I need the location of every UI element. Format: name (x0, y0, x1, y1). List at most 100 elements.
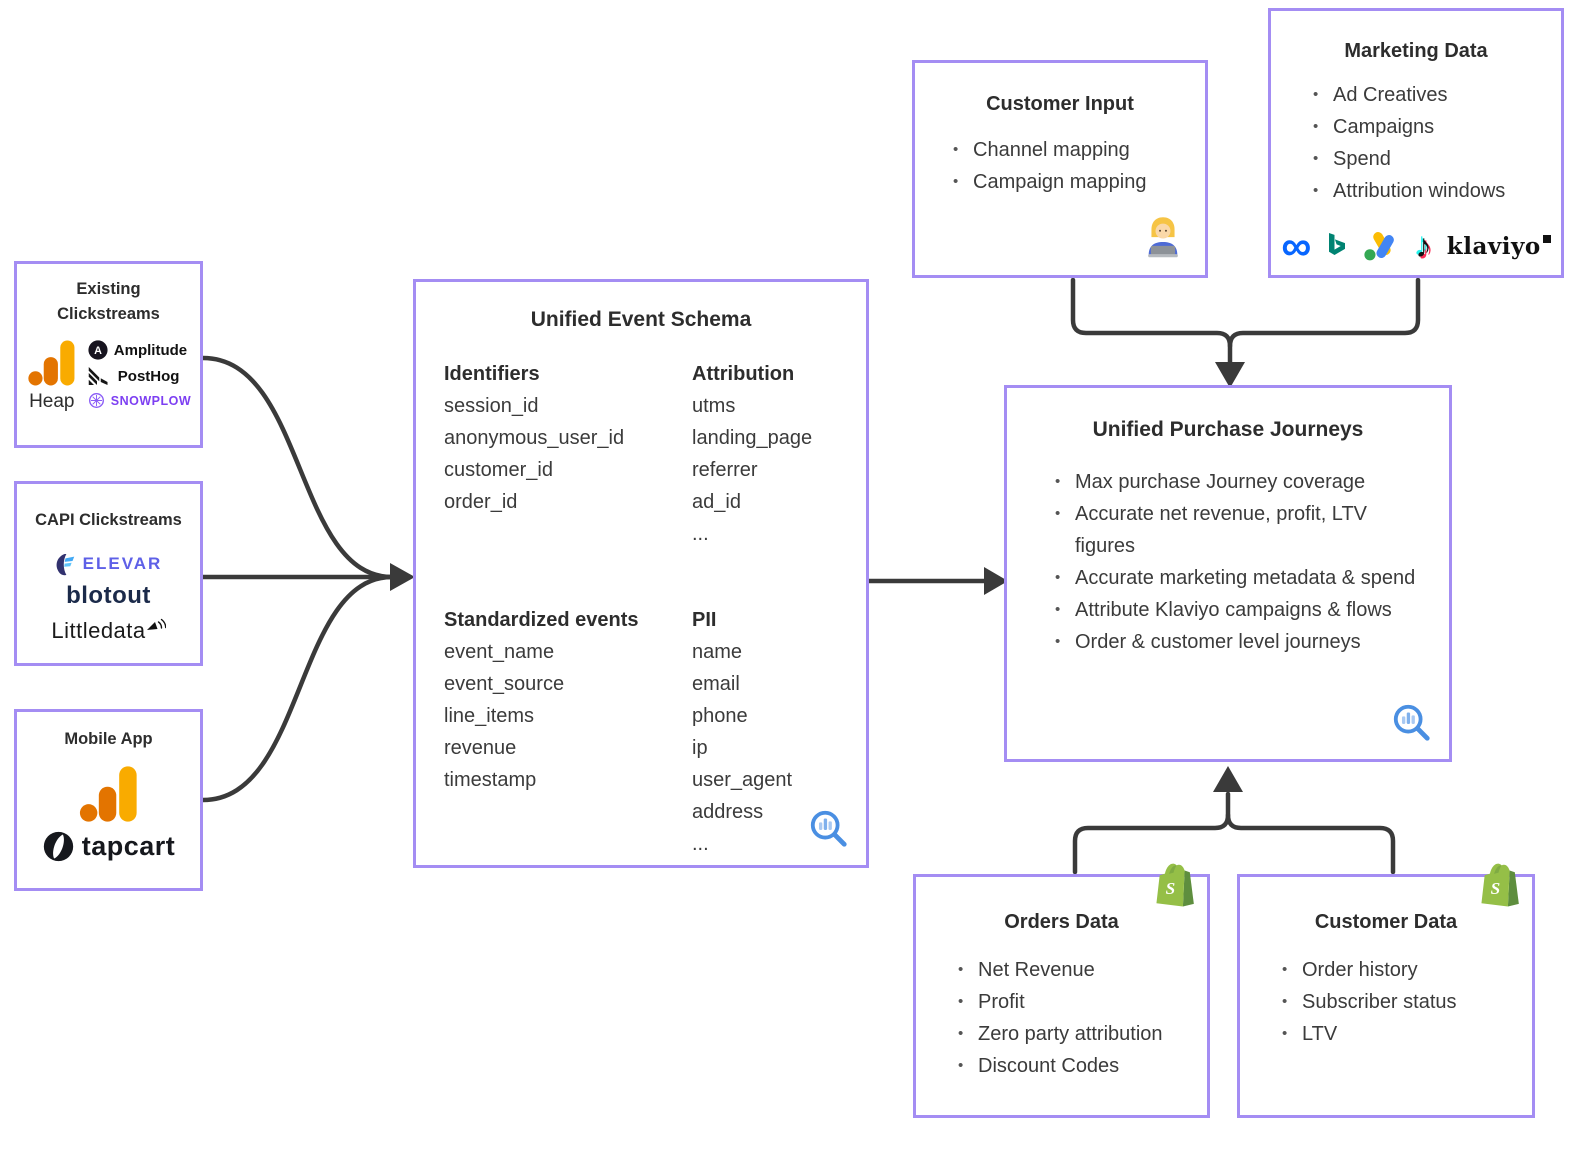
attribution-heading: Attribution (692, 363, 795, 386)
arrow-customer-input-down (1070, 277, 1233, 369)
unified-event-schema-box: Unified Event Schema Identifiers session… (413, 279, 869, 868)
arrow-orders-up (1072, 791, 1231, 875)
search-analytics-icon (810, 810, 847, 847)
elevar-icon (56, 553, 74, 575)
list-item: Net Revenue (952, 954, 1207, 986)
customer-input-title: Customer Input (986, 93, 1134, 115)
existing-clickstreams-title: Existing Clickstreams (57, 280, 160, 323)
littledata-logo: Littledata (51, 617, 146, 643)
attribution-column: Attribution utms landing_page referrer a… (692, 358, 866, 550)
unified-purchase-journeys-title: Unified Purchase Journeys (1092, 418, 1364, 441)
purchase-journeys-list: Max purchase Journey coverage Accurate n… (1007, 466, 1449, 658)
schema-field: event_source (444, 673, 565, 696)
schema-field: revenue (444, 737, 517, 760)
list-item: Order history (1276, 954, 1532, 986)
standardized-events-column: Standardized events event_name event_sou… (444, 604, 692, 860)
list-item: Ad Creatives (1307, 79, 1555, 111)
schema-field: session_id (444, 395, 539, 418)
standardized-events-heading: Standardized events (444, 609, 639, 632)
heap-logo: Heap (29, 390, 75, 412)
amplitude-logo: Amplitude (113, 341, 188, 359)
svg-text:S: S (1491, 879, 1501, 898)
customer-data-list: Order history Subscriber status LTV (1240, 954, 1532, 1050)
svg-text:A: A (94, 345, 102, 357)
existing-clickstreams-box: Existing Clickstreams Heap A Amplitude (14, 261, 203, 448)
list-item: Profit (952, 986, 1207, 1018)
bing-icon (1329, 233, 1346, 255)
list-item: Zero party attribution (952, 1018, 1207, 1050)
schema-field: ip (692, 737, 708, 760)
marketing-platform-logos: klaviyo (1271, 229, 1561, 263)
identifiers-list: session_id anonymous_user_id customer_id… (444, 390, 692, 518)
klaviyo-square-icon (1542, 234, 1551, 243)
schema-field: phone (692, 705, 748, 728)
shopify-icon: S (1481, 863, 1519, 907)
list-item: Channel mapping (947, 134, 1195, 166)
schema-field: order_id (444, 491, 518, 514)
customer-input-list: Channel mapping Campaign mapping (915, 134, 1205, 198)
marketing-data-title: Marketing Data (1344, 40, 1488, 62)
schema-field: ... (692, 833, 709, 856)
customer-data-box: S Customer Data Order history Subscriber… (1237, 863, 1535, 1118)
standardized-events-list: event_name event_source line_items reven… (444, 636, 692, 796)
list-item: Attribution windows (1307, 175, 1555, 207)
identifiers-column: Identifiers session_id anonymous_user_id… (444, 358, 692, 550)
orders-data-box: S Orders Data Net Revenue Profit Zero pa… (913, 863, 1210, 1118)
snowplow-icon (88, 393, 104, 408)
meta-icon (1281, 231, 1311, 261)
schema-field: email (692, 673, 740, 696)
customer-input-box: Customer Input Channel mapping Campaign … (912, 60, 1208, 278)
capi-clickstreams-box: CAPI Clickstreams ELEVAR blotout Littled… (14, 481, 203, 666)
littledata-flick-icon (146, 618, 166, 630)
list-item: Campaigns (1307, 111, 1555, 143)
mobile-app-title: Mobile App (64, 730, 153, 748)
google-ads-icon (1364, 232, 1395, 261)
schema-field: customer_id (444, 459, 553, 482)
attribution-list: utms landing_page referrer ad_id ... (692, 390, 866, 550)
pii-column: PII name email phone ip user_agent addre… (692, 604, 866, 860)
elevar-logo: ELEVAR (82, 554, 163, 574)
orders-data-list: Net Revenue Profit Zero party attributio… (916, 954, 1207, 1082)
woman-technologist-emoji (1148, 217, 1178, 258)
schema-columns: Identifiers session_id anonymous_user_id… (416, 358, 866, 860)
list-item: Max purchase Journey coverage (1049, 466, 1421, 498)
schema-field: anonymous_user_id (444, 427, 625, 450)
posthog-logo: PostHog (117, 367, 180, 385)
schema-field: ad_id (692, 491, 741, 514)
customer-data-title: Customer Data (1314, 911, 1458, 933)
google-analytics-icon (28, 340, 75, 385)
marketing-data-box: Marketing Data Ad Creatives Campaigns Sp… (1268, 8, 1564, 278)
schema-field: name (692, 641, 743, 664)
arrowhead-into-journeys-top (1215, 362, 1245, 388)
mobile-app-box: Mobile App tapcart (14, 709, 203, 891)
blotout-logo: blotout (66, 581, 151, 609)
amplitude-icon: A (88, 340, 108, 360)
schema-field: landing_page (692, 427, 813, 450)
arrowhead-into-journeys-bottom (1213, 766, 1243, 792)
marketing-data-list: Ad Creatives Campaigns Spend Attribution… (1271, 79, 1561, 207)
tiktok-icon (1415, 229, 1432, 263)
schema-field: timestamp (444, 769, 537, 792)
schema-field: address (692, 801, 764, 824)
list-item: Campaign mapping (947, 166, 1195, 198)
schema-field: line_items (444, 705, 535, 728)
schema-field: user_agent (692, 769, 793, 792)
search-analytics-icon (1393, 704, 1430, 741)
unified-purchase-journeys-box: Unified Purchase Journeys Max purchase J… (1004, 385, 1452, 762)
google-analytics-icon (79, 766, 137, 822)
list-item: LTV (1276, 1018, 1532, 1050)
existing-clickstreams-logos: Heap A Amplitude (17, 337, 200, 413)
arrowhead-into-journeys-left (984, 567, 1008, 595)
list-item: Accurate net revenue, profit, LTV figure… (1049, 498, 1421, 562)
list-item: Attribute Klaviyo campaigns & flows (1049, 594, 1421, 626)
shopify-icon: S (1156, 863, 1194, 907)
pii-heading: PII (692, 609, 717, 632)
list-item: Discount Codes (952, 1050, 1207, 1082)
arrow-customer-data-up (1225, 812, 1396, 875)
arrow-existing-to-schema (200, 355, 395, 580)
tapcart-logo: tapcart (81, 830, 176, 861)
tapcart-icon (43, 831, 73, 861)
capi-clickstreams-title: CAPI Clickstreams (35, 511, 182, 529)
